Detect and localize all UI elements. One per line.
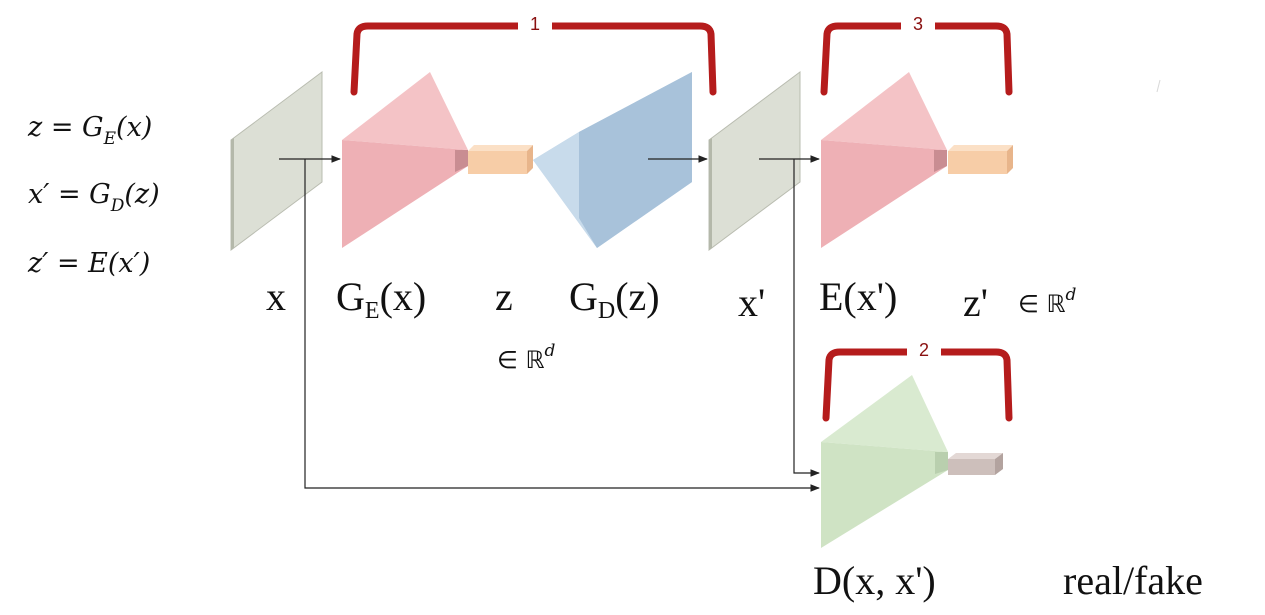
label-e-x-prime: E(x') bbox=[819, 274, 897, 319]
latent-z-prime-block bbox=[948, 145, 1013, 174]
bracket-1-number: 1 bbox=[530, 14, 540, 34]
label-x-prime: x' bbox=[738, 280, 765, 325]
bracket-2-number: 2 bbox=[919, 340, 929, 360]
label-z: z bbox=[495, 274, 513, 319]
equation-3: z′ = E(x′) bbox=[27, 248, 150, 279]
label-z-prime: z' bbox=[963, 280, 988, 325]
equation-1: z = GE(x) bbox=[27, 112, 152, 149]
label-real-fake: real/fake bbox=[1063, 558, 1203, 603]
encoder-ge bbox=[342, 72, 468, 248]
input-image-plane bbox=[230, 71, 323, 251]
bracket-3: 3 bbox=[820, 12, 1013, 96]
equation-2: x′ = GD(z) bbox=[28, 179, 160, 216]
label-x: x bbox=[266, 274, 286, 319]
stray-mark bbox=[1156, 79, 1161, 93]
discriminator-d bbox=[821, 375, 948, 548]
reconstructed-image-plane bbox=[708, 71, 801, 251]
label-gd-z: GD(z) bbox=[569, 274, 660, 324]
svg-text:z′ = E(x′): z′ = E(x′) bbox=[27, 248, 150, 279]
svg-text:x′ = GD(z): x′ = GD(z) bbox=[28, 179, 160, 216]
connection-arrows bbox=[279, 155, 820, 492]
label-z-in-rd: ∈ ℝd bbox=[497, 341, 556, 374]
decoder-gd bbox=[533, 72, 692, 248]
bracket-2: 2 bbox=[822, 338, 1013, 422]
latent-z-block bbox=[468, 145, 533, 174]
label-ge-x: GE(x) bbox=[336, 274, 426, 324]
encoder-e bbox=[821, 72, 947, 248]
svg-text:z = GE(x): z = GE(x) bbox=[27, 112, 152, 149]
label-d-x-x-prime: D(x, x') bbox=[813, 558, 936, 603]
discriminator-output-block bbox=[948, 453, 1003, 475]
label-z-prime-in-rd: ∈ ℝd bbox=[1018, 285, 1077, 318]
bracket-3-number: 3 bbox=[913, 14, 923, 34]
bracket-1: 1 bbox=[350, 12, 717, 96]
